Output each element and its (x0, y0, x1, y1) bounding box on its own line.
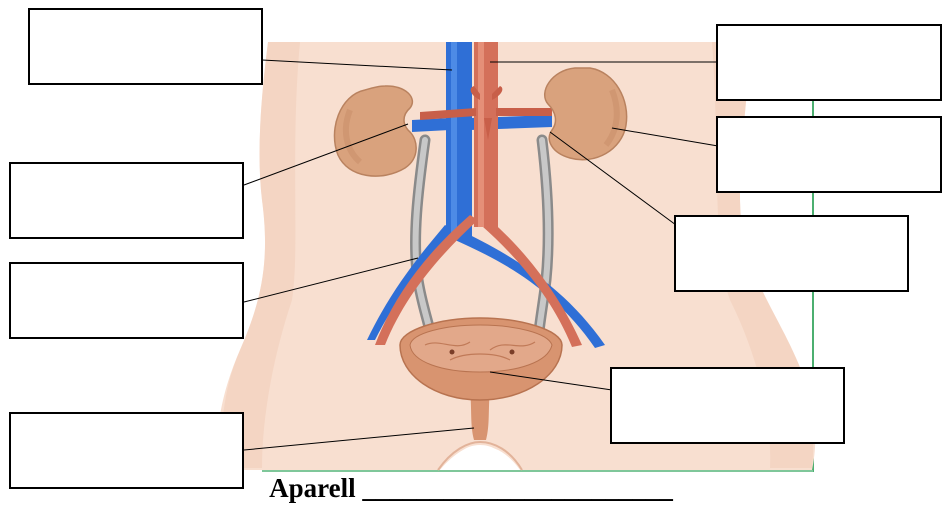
caption-word: Aparell (269, 473, 356, 503)
aorta (474, 42, 498, 227)
label-box-7[interactable] (610, 367, 845, 444)
caption: Aparell _______________________ (0, 472, 942, 504)
label-box-3[interactable] (716, 116, 942, 193)
aorta-highlight (478, 42, 484, 227)
left-renal-vein (412, 118, 450, 132)
label-box-1[interactable] (28, 8, 263, 85)
label-box-2[interactable] (716, 24, 942, 101)
label-box-5[interactable] (674, 215, 909, 292)
ureter-opening-left (450, 350, 455, 355)
vena-cava (446, 42, 472, 237)
vena-cava-highlight (451, 42, 457, 237)
caption-blank[interactable]: _______________________ (362, 472, 673, 504)
label-box-4[interactable] (9, 162, 244, 239)
label-box-6[interactable] (9, 262, 244, 339)
ureter-opening-right (510, 350, 515, 355)
